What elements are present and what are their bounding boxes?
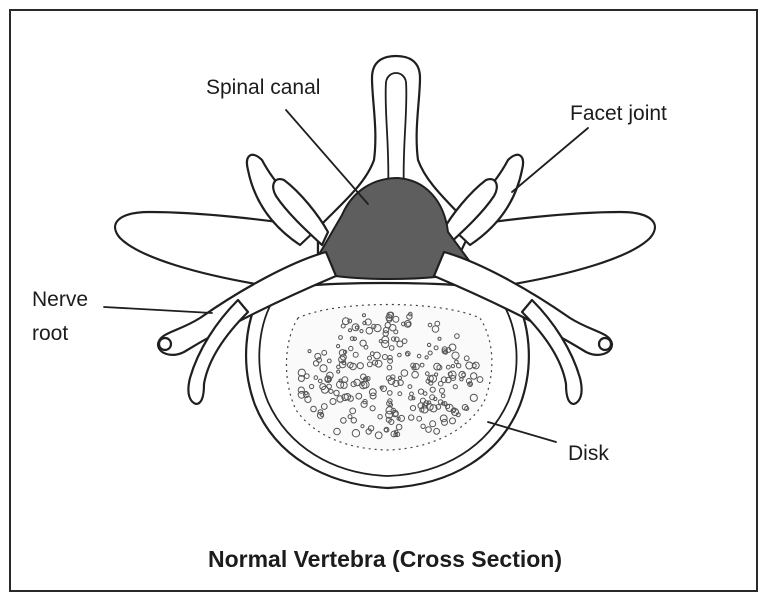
leader-nerve-root: [104, 307, 212, 313]
diagram-title: Normal Vertebra (Cross Section): [208, 546, 562, 572]
label-nerve-root-line1: Nerve: [32, 288, 88, 311]
label-disk: Disk: [568, 442, 609, 465]
nerve-root-right-end: [599, 338, 611, 350]
label-spinal-canal: Spinal canal: [206, 76, 320, 99]
label-nerve-root-line2: root: [32, 322, 68, 345]
nerve-root-left-end: [159, 338, 171, 350]
label-facet-joint: Facet joint: [570, 102, 667, 125]
leader-spinal-canal: [286, 110, 368, 204]
